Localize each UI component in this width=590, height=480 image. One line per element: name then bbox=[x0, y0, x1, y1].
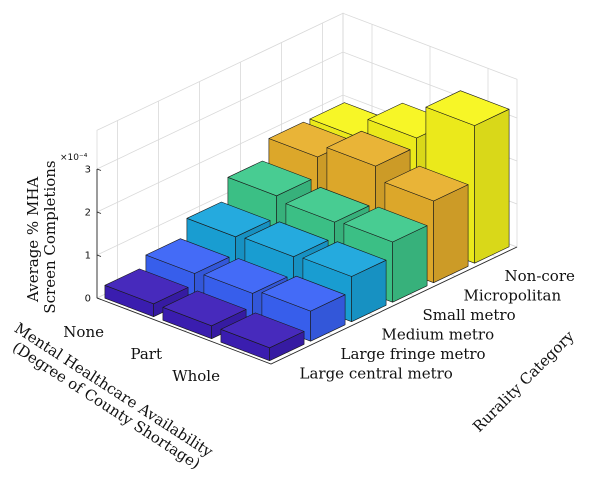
y-category-label: Large fringe metro bbox=[341, 345, 486, 363]
bar-face-side bbox=[433, 184, 469, 284]
bar-face-top bbox=[145, 238, 230, 274]
x-axis-label-line-1: Mental Healthcare Availability bbox=[11, 319, 216, 461]
bar-face-top bbox=[326, 130, 411, 167]
z-axis-label-line-1: Average % MHA bbox=[24, 177, 42, 303]
bar-face-top bbox=[261, 275, 346, 312]
z-axis-label: Average % MHA Screen Completions bbox=[24, 160, 59, 313]
y-category-label: Micropolitan bbox=[464, 286, 562, 304]
z-tick-label: 2 bbox=[85, 208, 91, 219]
z-tick-label: 3 bbox=[85, 165, 91, 176]
bar-face-top bbox=[285, 187, 370, 223]
z-tick bbox=[96, 254, 102, 257]
bar-face-top bbox=[186, 201, 271, 238]
z-tick bbox=[96, 211, 102, 214]
y-category-label: Medium metro bbox=[382, 325, 495, 343]
bar-face-top bbox=[384, 165, 469, 202]
z-tick bbox=[96, 168, 102, 171]
bar-face-top bbox=[203, 258, 288, 294]
x-axis-label: Mental Healthcare Availability (Degree o… bbox=[2, 319, 220, 478]
z-tick-label: 1 bbox=[85, 251, 91, 262]
bar-large-central-metro-none bbox=[104, 268, 189, 318]
bar-face-top bbox=[104, 268, 189, 305]
y-category-label: Large central metro bbox=[300, 364, 453, 382]
y-category-label: Small metro bbox=[423, 306, 516, 324]
z-tick bbox=[96, 297, 102, 300]
bar-face-top bbox=[302, 241, 387, 277]
z-axis-label-line-2: Screen Completions bbox=[41, 160, 59, 313]
z-scale-label: ×10⁻⁴ bbox=[60, 153, 88, 163]
x-axis-label-line-2: (Degree of County Shortage) bbox=[9, 338, 203, 473]
bar-face-top bbox=[425, 90, 510, 126]
x-category-label: Whole bbox=[172, 367, 220, 385]
bar-face-top bbox=[162, 290, 247, 327]
floor-edge bbox=[96, 246, 518, 365]
bar-large-central-metro-whole bbox=[220, 312, 305, 362]
bar-face-side bbox=[474, 108, 510, 264]
z-tick-label: 0 bbox=[85, 294, 91, 305]
y-category-label: Non-core bbox=[505, 267, 575, 285]
bar-large-central-metro-part bbox=[162, 290, 247, 340]
bar-face-top bbox=[227, 160, 312, 197]
x-category-label: None bbox=[63, 323, 104, 341]
bars-layer bbox=[104, 90, 510, 362]
z-axis-ticks: 0 1 2 3 bbox=[85, 165, 102, 305]
bar-face-top bbox=[220, 312, 305, 349]
x-category-label: Part bbox=[130, 345, 162, 363]
bar-face-top bbox=[244, 221, 329, 258]
bar-face-top bbox=[343, 206, 428, 243]
